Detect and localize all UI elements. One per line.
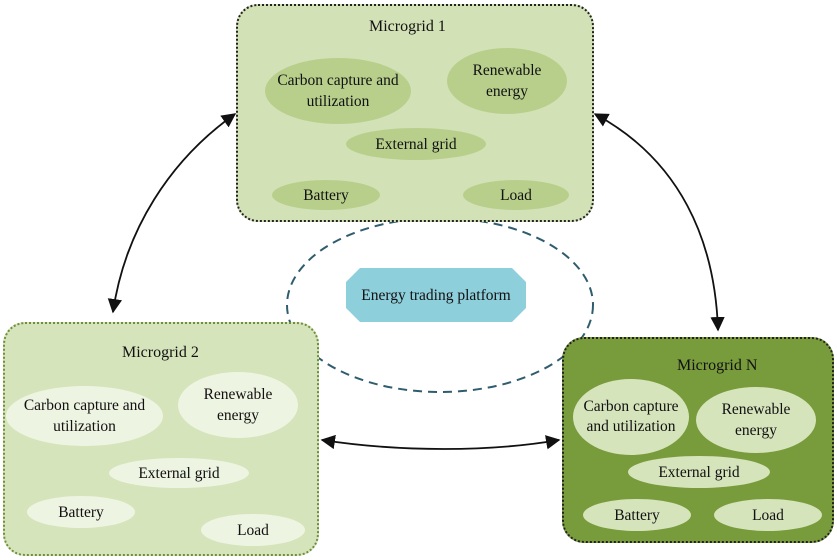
microgrid-1-panel: Microgrid 1 Carbon capture and utilizati… bbox=[236, 4, 594, 222]
external-grid-node: External grid bbox=[628, 456, 770, 488]
microgrid-title: Microgrid 2 bbox=[122, 344, 199, 361]
microgrid-title: Microgrid N bbox=[677, 357, 758, 374]
carbon-capture-node: Carbon capture and utilization bbox=[573, 379, 689, 455]
platform-octagon-shape bbox=[346, 268, 526, 322]
battery-node: Battery bbox=[272, 180, 380, 210]
battery-node: Battery bbox=[583, 499, 691, 531]
platform-label: Energy trading platform bbox=[361, 286, 511, 304]
load-node: Load bbox=[714, 499, 822, 531]
microgrid-title: Microgrid 1 bbox=[369, 18, 446, 35]
external-grid-node: External grid bbox=[346, 128, 486, 160]
carbon-capture-node: Carbon capture and utilization bbox=[265, 58, 411, 124]
battery-node: Battery bbox=[27, 496, 135, 528]
external-grid-node: External grid bbox=[109, 458, 249, 488]
microgrid-2-panel: Microgrid 2 Carbon capture and utilizati… bbox=[3, 322, 319, 556]
microgrid-n-panel: Microgrid N Carbon capture and utilizati… bbox=[562, 337, 834, 543]
renewable-energy-node: Renewable energy bbox=[178, 372, 298, 438]
renewable-energy-node: Renewable energy bbox=[696, 387, 816, 453]
renewable-energy-node: Renewable energy bbox=[447, 48, 567, 114]
carbon-capture-node: Carbon capture and utilization bbox=[6, 386, 163, 446]
load-node: Load bbox=[201, 514, 305, 546]
load-node: Load bbox=[463, 180, 569, 210]
energy-trading-platform: Energy trading platform bbox=[346, 268, 526, 322]
